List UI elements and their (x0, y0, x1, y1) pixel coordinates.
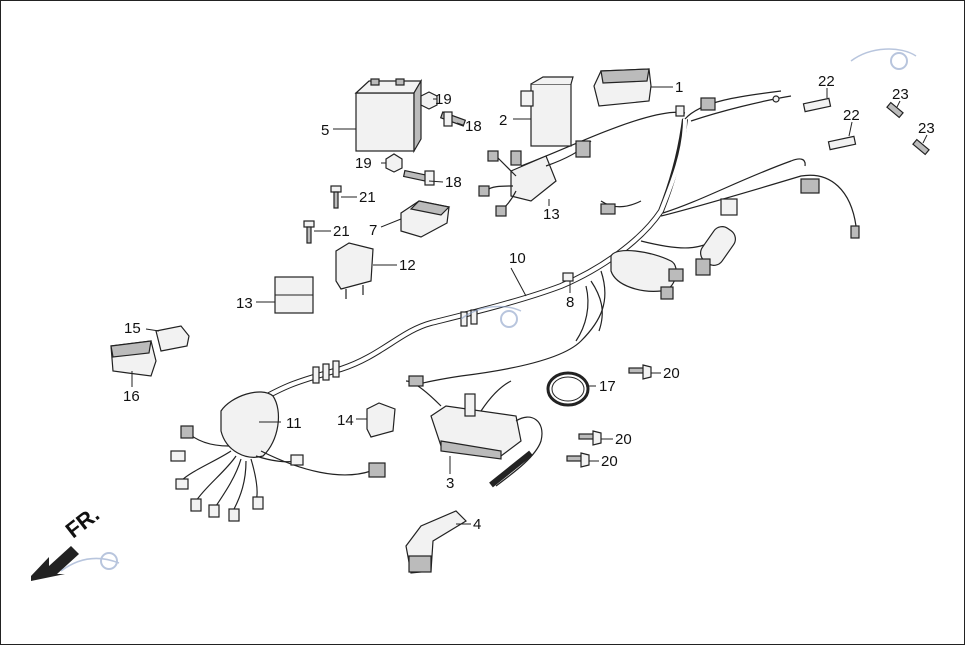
callout-19-upper: 19 (435, 91, 452, 108)
callout-16: 16 (123, 388, 140, 405)
callout-22-b: 22 (843, 107, 860, 124)
front-label: FR. (61, 501, 104, 543)
callout-5: 5 (321, 122, 329, 139)
callout-21-upper: 21 (359, 189, 376, 206)
part-15-switch (155, 325, 190, 352)
callout-labels: 1 2 3 4 5 7 8 10 11 12 13 13 14 15 16 17… (123, 73, 935, 533)
part-1-fuse-box (593, 68, 652, 107)
part-16-handlebar-switch (110, 340, 157, 377)
callout-4: 4 (473, 516, 481, 533)
callout-15: 15 (124, 320, 141, 337)
callout-13-harness: 13 (543, 206, 560, 223)
part-2-cdi-unit (520, 76, 574, 147)
part-17-clamp (546, 371, 590, 407)
callout-13-flasher: 13 (236, 295, 253, 312)
watermark-logo-bottom-left (60, 552, 120, 572)
callout-18-upper: 18 (465, 118, 482, 135)
part-21-screw-lower (303, 220, 315, 244)
callout-8: 8 (566, 294, 574, 311)
part-3-ignition-coil (405, 375, 543, 488)
leader-lines (131, 86, 928, 525)
part-20-bolt-a (628, 364, 652, 380)
part-20-bolt-b (578, 430, 602, 446)
headlight-harness-connector (170, 391, 386, 522)
watermark-logo-top-right (850, 48, 917, 70)
callout-20-c: 20 (601, 453, 618, 470)
callout-23-b: 23 (918, 120, 935, 137)
front-arrow-icon (31, 546, 79, 581)
front-direction-indicator: FR. (31, 501, 104, 581)
part-23-fuse-b (912, 138, 930, 156)
part-22-fuse-b (827, 135, 857, 151)
callout-17: 17 (599, 378, 616, 395)
callout-1: 1 (675, 79, 683, 96)
part-13-sub-harness (478, 140, 592, 217)
callout-20-a: 20 (663, 365, 680, 382)
callout-18-lower: 18 (445, 174, 462, 191)
callout-20-b: 20 (615, 431, 632, 448)
main-wiring-harness (239, 90, 860, 414)
part-14-relay-small (366, 402, 396, 438)
part-18-bolt-lower (402, 169, 435, 186)
part-12-relay (335, 242, 374, 299)
callout-14: 14 (337, 412, 354, 429)
part-8-connector (562, 272, 574, 282)
part-19-nut-lower (385, 153, 403, 173)
part-20-bolt-c (566, 452, 590, 468)
part-13-flasher (274, 276, 314, 314)
callout-11: 11 (286, 415, 302, 432)
callout-23-a: 23 (892, 86, 909, 103)
part-4-spark-plug-cap (405, 510, 467, 574)
callout-22-a: 22 (818, 73, 835, 90)
callout-12: 12 (399, 257, 416, 274)
part-7-regulator (400, 200, 451, 238)
callout-3: 3 (446, 475, 454, 492)
callout-10: 10 (509, 250, 526, 267)
part-18-bolt-upper (439, 111, 467, 127)
part-19-nut-upper (420, 91, 438, 110)
part-5-battery (354, 78, 423, 154)
callout-19-lower: 19 (355, 155, 372, 172)
callout-2: 2 (499, 112, 507, 129)
part-22-fuse-a (802, 97, 832, 113)
callout-7: 7 (369, 222, 377, 239)
callout-21-lower: 21 (333, 223, 350, 240)
part-21-screw-upper (330, 185, 342, 209)
part-23-fuse-a (886, 101, 904, 119)
watermark-logo-center (460, 305, 522, 328)
